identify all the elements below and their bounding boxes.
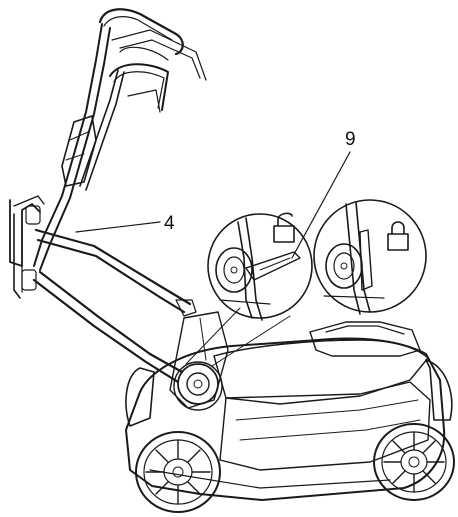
- inset-locked: [313, 199, 427, 315]
- callout-4: 4: [75, 213, 175, 234]
- callout-9: 9: [291, 129, 356, 259]
- unlocked-padlock-icon: [273, 212, 295, 243]
- inset-unlocked: [207, 213, 313, 321]
- locked-padlock-icon: [387, 221, 409, 251]
- wheel-rear-far: [125, 367, 155, 427]
- lock-detail-highlight-circle: [173, 307, 291, 411]
- callout-label-4: 4: [164, 213, 175, 234]
- callout-label-9: 9: [345, 129, 356, 150]
- wheel-front-far: [425, 359, 453, 421]
- wheel-rear-left: [135, 431, 221, 513]
- wheel-front-right: [373, 423, 455, 501]
- mower-handle: [9, 8, 207, 384]
- mower-body: [125, 311, 446, 501]
